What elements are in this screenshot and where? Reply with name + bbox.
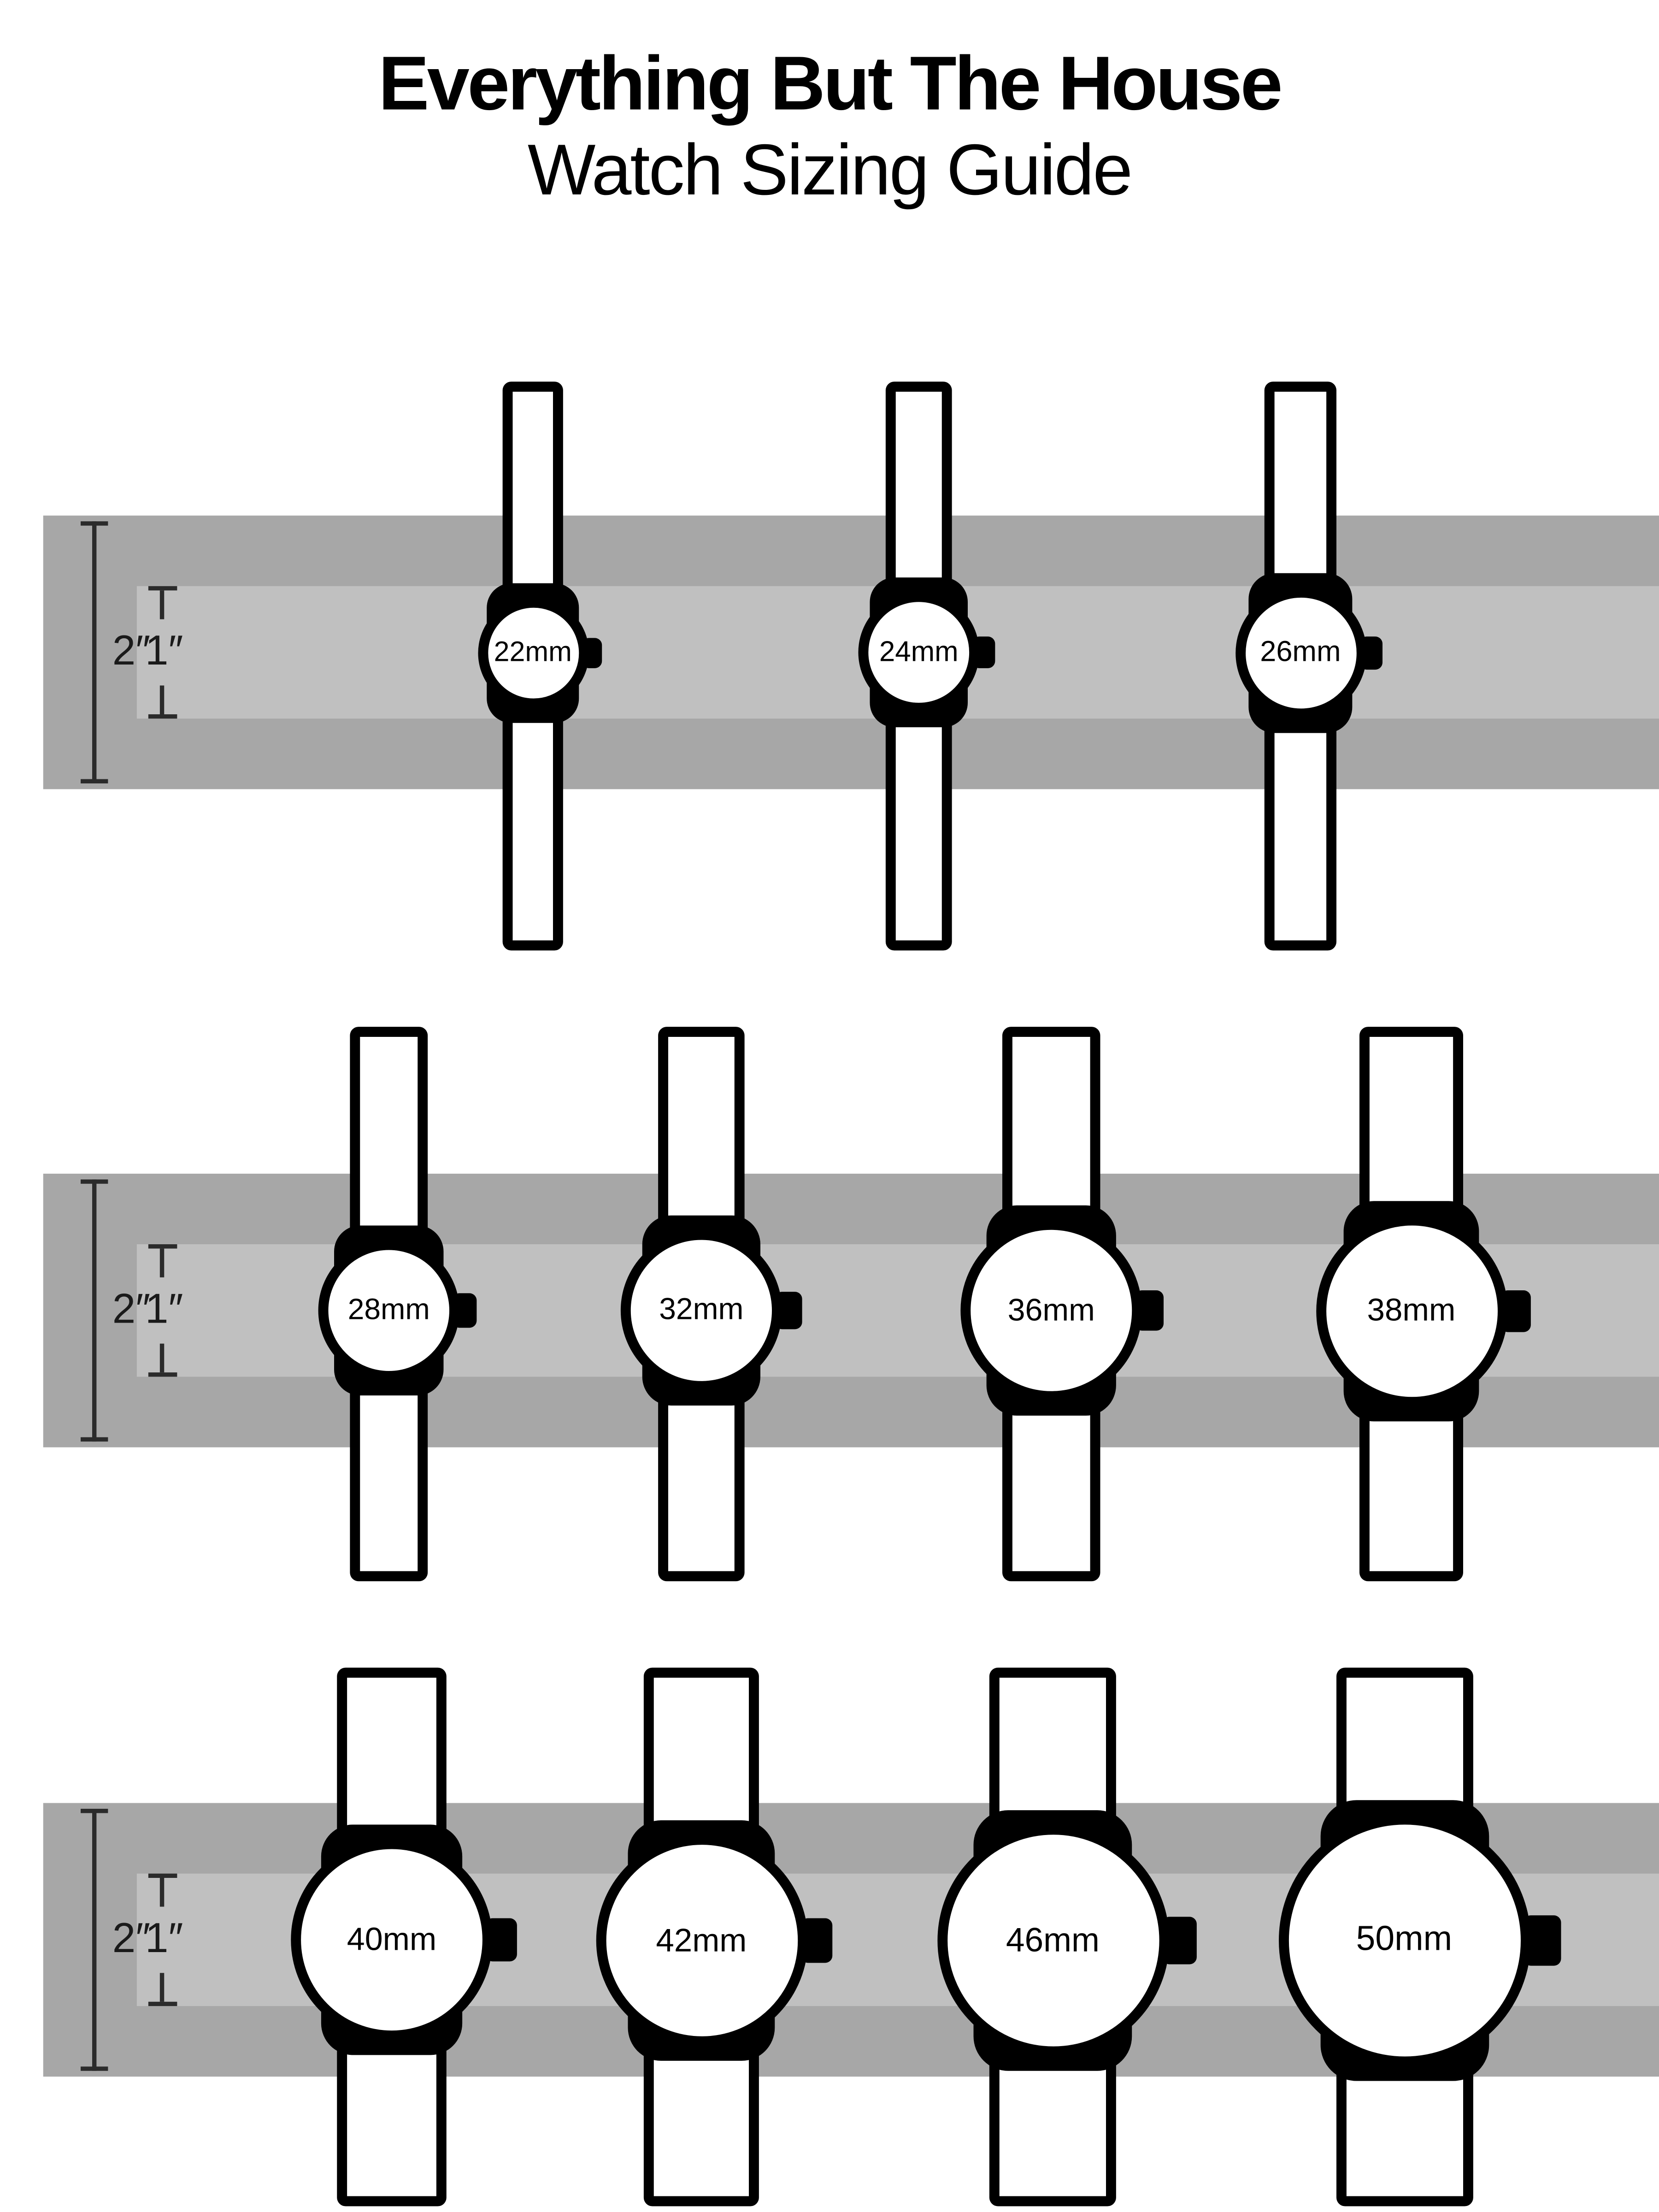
measure-cap — [148, 1372, 177, 1377]
measure-cap — [81, 2066, 108, 2071]
measure-cap — [81, 521, 108, 526]
watch-dial: 42mm — [595, 1834, 807, 2046]
measure-cap — [148, 2001, 177, 2006]
measure-cap — [148, 714, 177, 719]
measure-2inch-label: 2″ — [112, 1916, 151, 1962]
measure-line — [159, 1343, 165, 1373]
watch-size-label: 26mm — [1260, 635, 1341, 668]
watch-dial: 38mm — [1315, 1214, 1507, 1406]
measure-1inch: 1″ — [144, 586, 185, 719]
watch-dial: 50mm — [1278, 1813, 1530, 2066]
measure-2inch-label: 2″ — [112, 1287, 151, 1333]
watch-dial: 24mm — [858, 592, 979, 713]
measure-line — [159, 1878, 165, 1907]
watch-size-label: 40mm — [347, 1921, 437, 1957]
measure-cap — [81, 779, 108, 783]
measure-1inch-label: 1″ — [145, 1916, 183, 1962]
measure-line — [159, 590, 165, 619]
measure-1inch: 1″ — [144, 1244, 185, 1377]
measure-cap — [148, 1244, 177, 1249]
page-title: Everything But The House — [378, 41, 1283, 127]
watch-size-label: 28mm — [347, 1293, 430, 1327]
row-medium-watches: 2″ 1″ 28mm 32mm 36mm 38mm — [0, 1027, 1659, 1582]
watch-size-label: 24mm — [879, 635, 959, 668]
watch-dial: 40mm — [291, 1839, 493, 2041]
measure-line — [159, 1248, 165, 1277]
watch-size-label: 38mm — [1367, 1292, 1456, 1328]
row-large-watches: 2″ 1″ 40mm 42mm 46mm 50mm — [0, 1667, 1659, 2206]
watch-dial: 32mm — [620, 1230, 782, 1391]
title-block: Everything But The House Watch Sizing Gu… — [0, 41, 1659, 214]
measure-cap — [81, 1809, 108, 1813]
watch-dial: 46mm — [936, 1824, 1169, 2056]
watch-size-label: 50mm — [1356, 1919, 1453, 1959]
measure-cap — [81, 1437, 108, 1442]
watch-size-label: 42mm — [656, 1920, 747, 1958]
measure-cap — [81, 1179, 108, 1184]
watch-size-label: 32mm — [659, 1293, 744, 1327]
watch-size-label: 46mm — [1006, 1920, 1100, 1958]
measure-1inch-label: 1″ — [145, 629, 183, 675]
watch-size-label: 36mm — [1007, 1292, 1095, 1328]
measure-cap — [148, 1873, 177, 1878]
row-small-watches: 2″ 1″ 22mm 24mm 26mm — [0, 382, 1659, 951]
measure-1inch: 1″ — [144, 1873, 185, 2006]
measure-line — [92, 521, 97, 783]
measure-cap — [148, 586, 177, 591]
measure-2inch-label: 2″ — [112, 629, 151, 675]
page-subtitle: Watch Sizing Guide — [527, 130, 1133, 211]
watch-size-label: 22mm — [494, 635, 572, 668]
measure-line — [92, 1179, 97, 1442]
measure-1inch-label: 1″ — [145, 1287, 183, 1333]
watch-dial: 28mm — [318, 1240, 459, 1381]
measure-line — [92, 1809, 97, 2071]
watch-dial: 26mm — [1235, 587, 1366, 718]
watch-dial: 22mm — [477, 597, 588, 708]
measure-line — [159, 1973, 165, 2002]
measure-line — [159, 685, 165, 714]
watch-dial: 36mm — [960, 1219, 1142, 1401]
